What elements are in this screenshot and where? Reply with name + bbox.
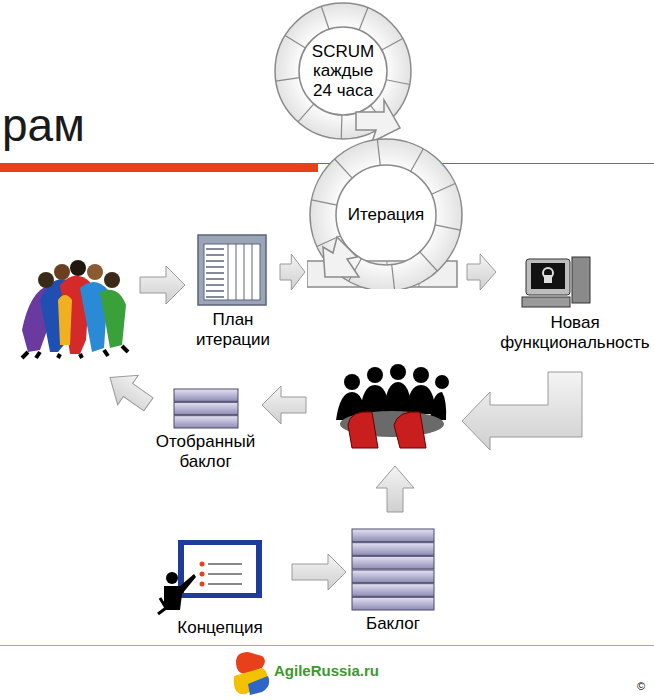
icon-holder	[150, 538, 290, 616]
team-icon	[22, 260, 128, 358]
icon-holder	[351, 528, 435, 612]
ring-label: SCRUM каждые 24 часа	[305, 42, 381, 101]
meeting-icon	[336, 364, 449, 448]
node-caption: Баклог	[348, 614, 438, 634]
concept-icon	[150, 538, 290, 616]
icon-holder	[173, 388, 239, 430]
copyright-mark: ©	[637, 680, 645, 692]
iteration-ring: Итерация	[307, 137, 465, 289]
result-icon-box: Новая функциональность	[498, 255, 652, 352]
node-caption: Новая функциональность	[498, 313, 652, 352]
logo-mark	[234, 652, 269, 695]
slide-title: рам	[2, 98, 85, 152]
backlog-stack-icon	[173, 388, 239, 430]
plan-icon	[188, 232, 278, 308]
computer-icon	[498, 255, 652, 311]
flow-connector	[280, 254, 305, 290]
flow-connector	[467, 254, 496, 290]
footer-rule	[0, 645, 654, 646]
selected-backlog-box: Отобранный баклог	[148, 388, 263, 471]
backlog-stack-icon	[351, 528, 435, 612]
flow-arrow	[100, 266, 582, 512]
site-name: AgileRussia.ru	[274, 662, 379, 679]
flow-connector	[292, 554, 346, 590]
icon-holder	[188, 232, 278, 308]
icon-holder	[498, 255, 652, 311]
title-bar	[0, 163, 318, 172]
backlog-box: Баклог	[348, 528, 438, 634]
scrum-ring: SCRUM каждые 24 часа	[272, 0, 414, 142]
plan-icon-box: План итерации	[188, 232, 278, 349]
concept-box: Концепция	[150, 538, 290, 638]
node-caption: Концепция	[150, 618, 290, 638]
node-caption: План итерации	[188, 310, 278, 349]
ring-label: Итерация	[338, 205, 434, 225]
node-caption: Отобранный баклог	[148, 432, 263, 471]
